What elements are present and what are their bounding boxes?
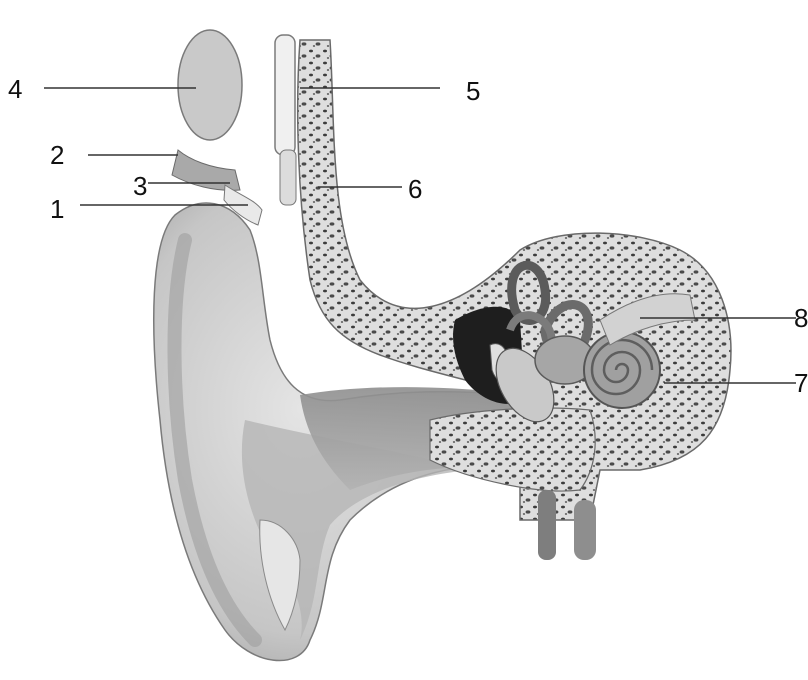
callout-1: 1 [50, 196, 64, 222]
callout-4: 4 [8, 76, 22, 102]
callout-8: 8 [794, 305, 808, 331]
upper-structures [172, 30, 296, 225]
callout-3: 3 [133, 173, 147, 199]
callout-2: 2 [50, 142, 64, 168]
callout-5: 5 [466, 78, 480, 104]
callout-7: 7 [794, 370, 808, 396]
callout-6: 6 [408, 176, 422, 202]
